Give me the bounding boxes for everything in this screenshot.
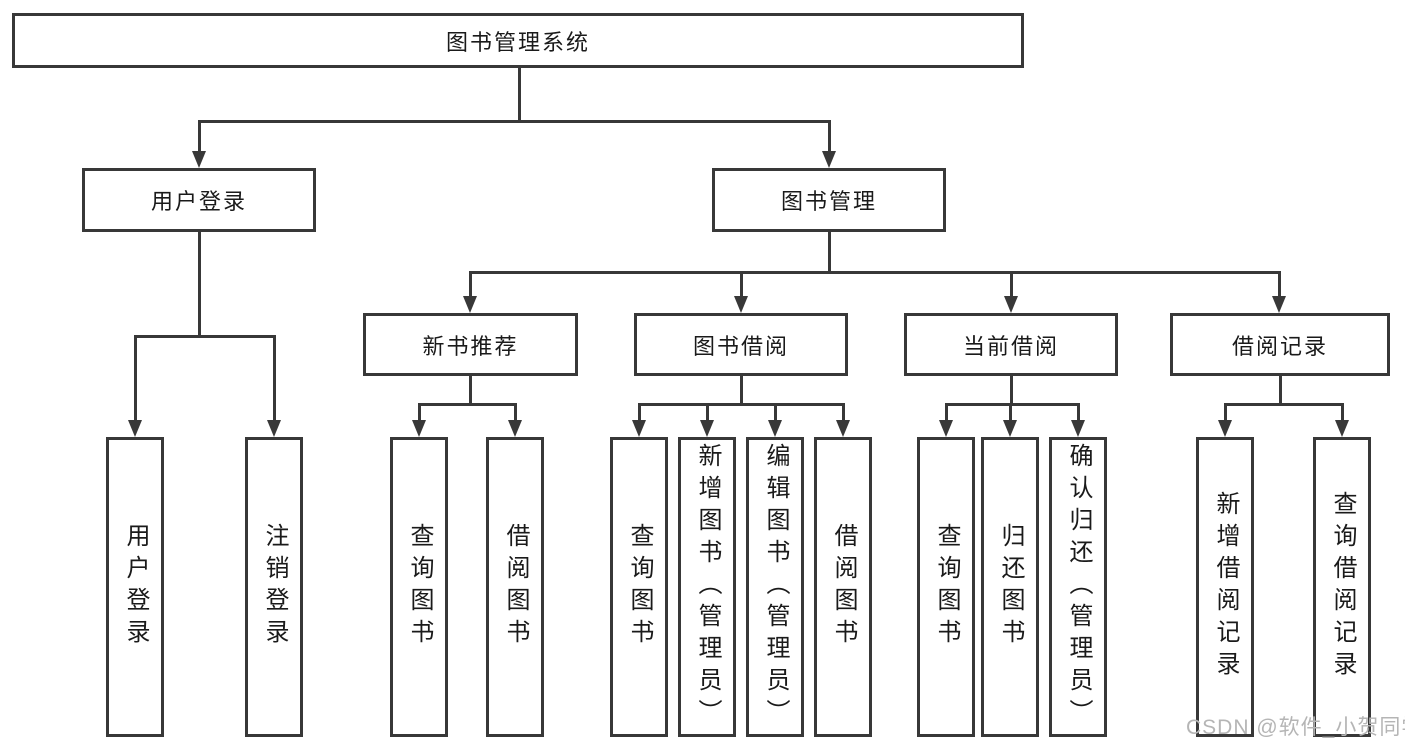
- connector-line: [198, 120, 201, 153]
- connector-line: [740, 271, 743, 298]
- connector-line: [469, 271, 472, 298]
- connector-line: [514, 403, 517, 421]
- node-label: 图书管理: [780, 189, 877, 214]
- connector-line: [469, 376, 472, 405]
- connector-line: [842, 403, 845, 421]
- leaf-label: 借阅图书: [830, 523, 857, 651]
- leaf-label: 查询图书: [626, 523, 653, 651]
- leaf-label: 用户登录: [122, 523, 149, 651]
- node-borrowing-records: 借阅记录: [1170, 313, 1390, 376]
- arrow-down-icon: [1218, 420, 1232, 437]
- node-label: 新书推荐: [422, 333, 519, 359]
- arrow-down-icon: [1004, 296, 1018, 313]
- arrow-down-icon: [768, 420, 782, 437]
- node-label: 用户登录: [150, 189, 247, 214]
- connector-line: [273, 335, 276, 422]
- connector-line: [639, 403, 843, 406]
- arrow-down-icon: [463, 296, 477, 313]
- leaf-label: 编辑图书（管理员）: [762, 443, 789, 731]
- connector-line: [135, 335, 275, 338]
- node-new-book-recommend: 新书推荐: [363, 313, 578, 376]
- leaf-label: 归还图书: [997, 523, 1024, 651]
- connector-line: [1009, 403, 1012, 421]
- leaf-user-login: 用户登录: [106, 437, 164, 737]
- node-book-management: 图书管理: [712, 168, 946, 232]
- arrow-down-icon: [508, 420, 522, 437]
- node-book-borrowing: 图书借阅: [634, 313, 848, 376]
- leaf-label: 借阅图书: [502, 523, 529, 651]
- leaf-label: 注销登录: [261, 523, 288, 651]
- arrow-down-icon: [632, 420, 646, 437]
- arrow-down-icon: [734, 296, 748, 313]
- arrow-down-icon: [1335, 420, 1349, 437]
- csdn-watermark: CSDN @软件_小贺同学: [1186, 716, 1405, 739]
- connector-line: [706, 403, 709, 421]
- arrow-down-icon: [1071, 420, 1085, 437]
- arrow-down-icon: [700, 420, 714, 437]
- leaf-add-books-admin: 新增图书（管理员）: [678, 437, 736, 737]
- arrow-down-icon: [1003, 420, 1017, 437]
- node-label: 当前借阅: [962, 333, 1059, 359]
- arrow-down-icon: [822, 151, 836, 168]
- arrow-down-icon: [1272, 296, 1286, 313]
- leaf-borrow-query-books: 查询图书: [610, 437, 668, 737]
- leaf-recommend-borrow-books: 借阅图书: [486, 437, 544, 737]
- leaf-label: 新增借阅记录: [1212, 491, 1239, 683]
- leaf-return-books: 归还图书: [981, 437, 1039, 737]
- node-label: 图书管理系统: [445, 29, 590, 55]
- connector-line: [1010, 271, 1013, 298]
- connector-line: [1010, 376, 1013, 405]
- connector-line: [199, 120, 831, 123]
- connector-line: [198, 232, 201, 337]
- arrow-down-icon: [939, 420, 953, 437]
- connector-line: [518, 67, 521, 122]
- node-root-library-system: 图书管理系统: [12, 13, 1024, 68]
- connector-line: [828, 232, 831, 273]
- leaf-edit-books-admin: 编辑图书（管理员）: [746, 437, 804, 737]
- leaf-label: 查询图书: [406, 523, 433, 651]
- connector-line: [945, 403, 948, 421]
- arrow-down-icon: [412, 420, 426, 437]
- node-current-borrowing: 当前借阅: [904, 313, 1118, 376]
- arrow-down-icon: [192, 151, 206, 168]
- leaf-confirm-return-admin: 确认归还（管理员）: [1049, 437, 1107, 737]
- connector-line: [638, 403, 641, 421]
- leaf-borrow-books: 借阅图书: [814, 437, 872, 737]
- leaf-current-query-books: 查询图书: [917, 437, 975, 737]
- connector-line: [470, 271, 1280, 274]
- connector-line: [419, 403, 515, 406]
- arrow-down-icon: [267, 420, 281, 437]
- arrow-down-icon: [128, 420, 142, 437]
- connector-line: [418, 403, 421, 421]
- leaf-recommend-query-books: 查询图书: [390, 437, 448, 737]
- node-label: 图书借阅: [692, 333, 789, 359]
- connector-line: [1077, 403, 1080, 421]
- connector-line: [1224, 403, 1227, 421]
- leaf-add-borrow-record: 新增借阅记录: [1196, 437, 1254, 737]
- leaf-label: 确认归还（管理员）: [1065, 443, 1092, 731]
- arrow-down-icon: [836, 420, 850, 437]
- connector-line: [134, 335, 137, 422]
- connector-line: [1225, 403, 1342, 406]
- connector-line: [774, 403, 777, 421]
- leaf-label: 查询借阅记录: [1329, 491, 1356, 683]
- leaf-query-borrow-record: 查询借阅记录: [1313, 437, 1371, 737]
- connector-line: [1278, 271, 1281, 298]
- connector-line: [946, 403, 1078, 406]
- connector-line: [1341, 403, 1344, 421]
- leaf-logout: 注销登录: [245, 437, 303, 737]
- node-user-login: 用户登录: [82, 168, 316, 232]
- connector-line: [740, 376, 743, 405]
- connector-line: [828, 120, 831, 153]
- connector-line: [1279, 376, 1282, 405]
- leaf-label: 查询图书: [933, 523, 960, 651]
- leaf-label: 新增图书（管理员）: [694, 443, 721, 731]
- node-label: 借阅记录: [1231, 333, 1328, 359]
